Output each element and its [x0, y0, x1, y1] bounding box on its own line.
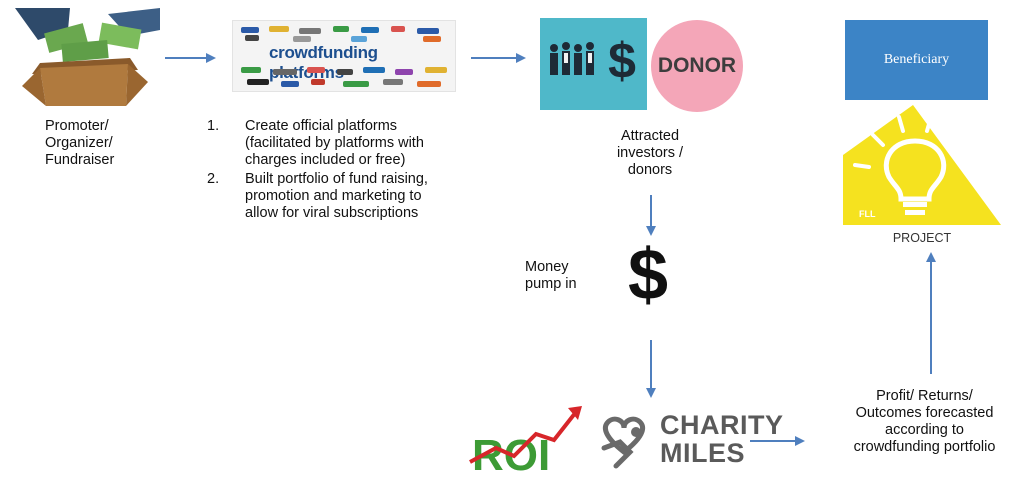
project-bulb-text: FLL — [859, 209, 876, 219]
step-line: allow for viral subscriptions — [245, 205, 419, 221]
charity-line1: CHARITY — [660, 410, 784, 440]
beneficiary-label: Beneficiary — [883, 52, 950, 67]
runner-heart-icon — [601, 416, 646, 469]
roi-growth-icon: ROI — [469, 406, 582, 480]
step-line: (facilitated by platforms with — [245, 135, 424, 151]
donor-circle: DONOR — [651, 20, 743, 112]
dollar-icon: $ — [627, 235, 669, 315]
outcomes-label: Profit/ Returns/ Outcomes forecasted acc… — [815, 388, 1034, 456]
outcomes-line: Profit/ Returns/ — [876, 388, 973, 404]
promoter-line: Promoter/ — [45, 118, 109, 134]
crowdfunding-platforms-banner: crowdfunding platforms — [232, 20, 456, 92]
investors-dollar-icon: $ — [540, 18, 647, 110]
project-label: PROJECT — [892, 231, 952, 245]
charity-line2: MILES — [660, 438, 746, 468]
platform-steps: 1. Create official platforms (facilitate… — [207, 118, 507, 222]
money-label: Money pump in — [525, 259, 615, 293]
charity-miles-logo: CHARITY MILES — [594, 408, 783, 472]
step-line: charges included or free) — [245, 152, 406, 168]
project-lightbulb-icon: FLL — [843, 105, 1001, 225]
step-item: 1. Create official platforms (facilitate… — [207, 118, 507, 169]
outcomes-line: according to — [885, 422, 964, 438]
step-item: 2. Built portfolio of fund raising, prom… — [207, 171, 507, 222]
investors-line: Attracted — [620, 128, 680, 144]
investors-label: Attracted investors / donors — [585, 128, 715, 179]
money-line: Money — [525, 259, 569, 275]
step-number: 2. — [207, 171, 220, 187]
promoter-line: Fundraiser — [45, 152, 115, 168]
outcomes-line: crowdfunding portfolio — [853, 439, 996, 455]
investors-line: donors — [627, 162, 673, 178]
promoter-label: Promoter/ Organizer/ Fundraiser — [45, 118, 195, 169]
step-line: promotion and marketing to — [245, 188, 422, 204]
outcomes-line: Outcomes forecasted — [855, 405, 994, 421]
money-line: pump in — [525, 276, 577, 292]
promoter-line: Organizer/ — [45, 135, 113, 151]
investors-line: investors / — [616, 145, 684, 161]
crowdfunding-platforms-title: crowdfunding platforms — [269, 43, 378, 82]
step-line: Built portfolio of fund raising, — [245, 171, 428, 187]
donor-label: DONOR — [657, 54, 737, 77]
svg-text:$: $ — [608, 33, 636, 89]
beneficiary-box: Beneficiary — [845, 20, 988, 100]
step-line: Create official platforms — [245, 118, 398, 134]
promoter-money-box-icon — [10, 8, 160, 108]
step-number: 1. — [207, 118, 220, 134]
